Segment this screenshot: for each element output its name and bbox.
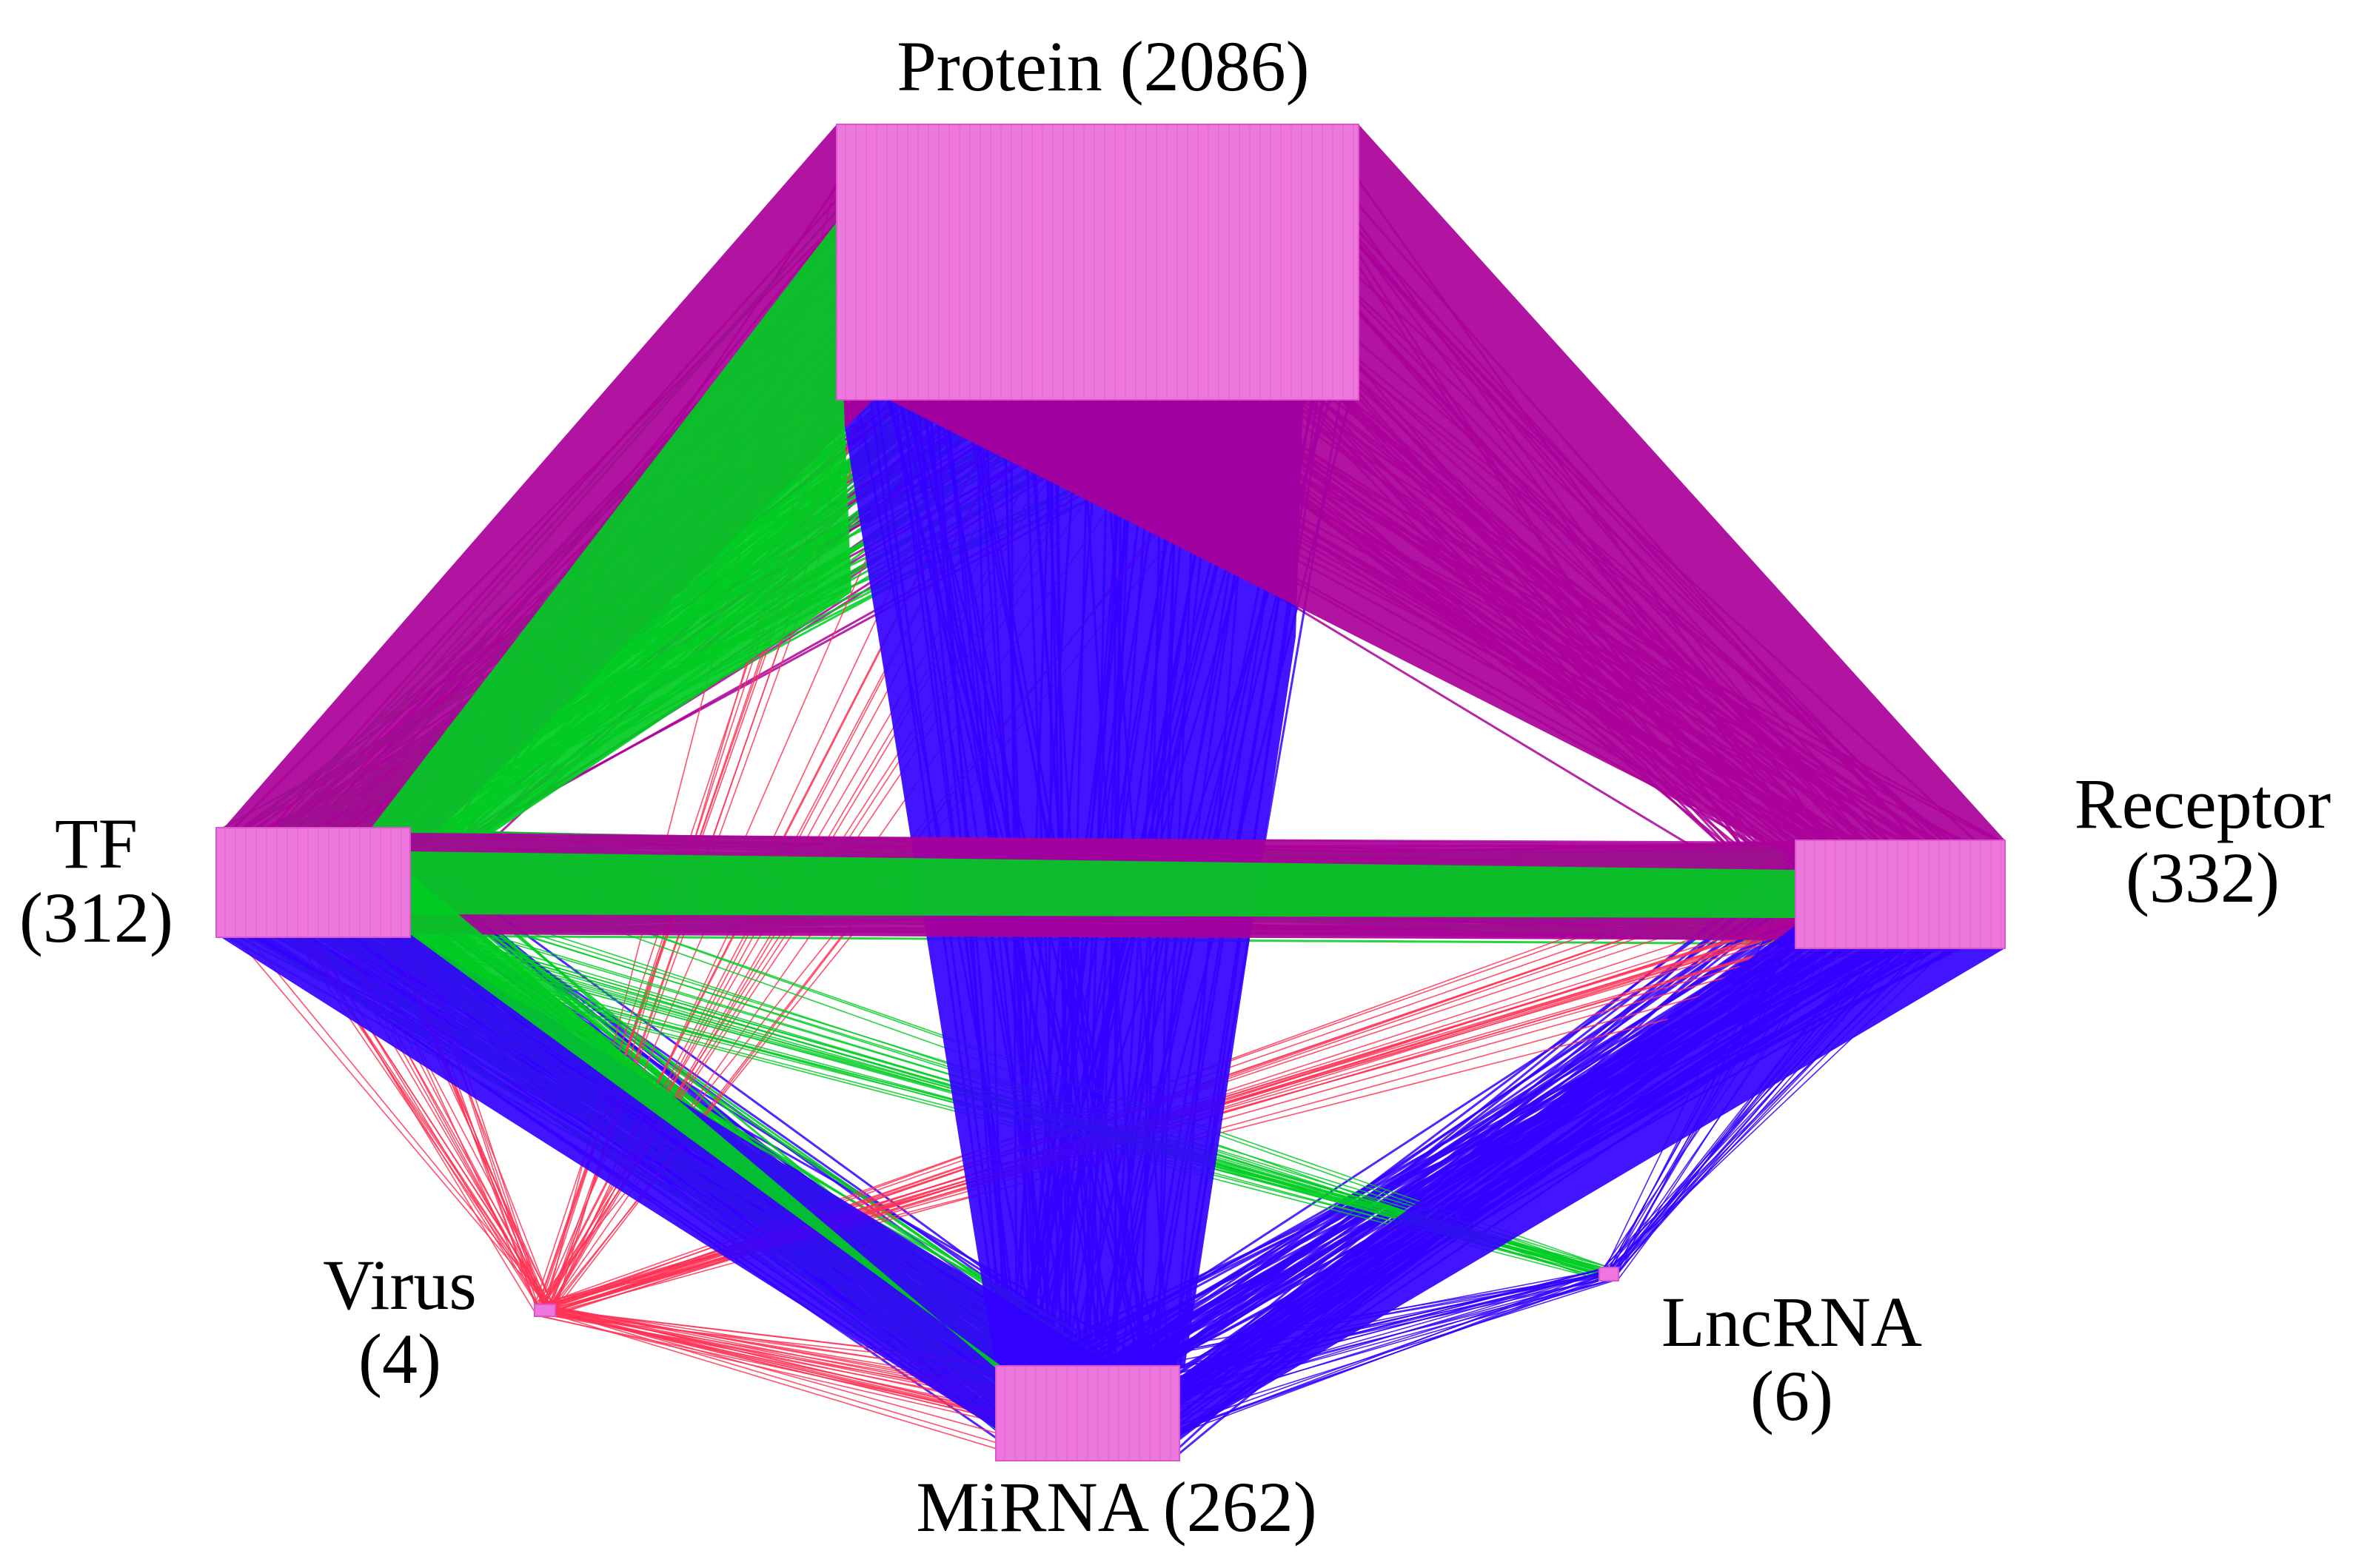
- node-label-line: (312): [19, 878, 173, 957]
- node-label-line: Receptor: [2075, 764, 2331, 843]
- node-virus: [534, 1304, 556, 1317]
- node-label-line: (332): [2126, 838, 2280, 917]
- edge: [1073, 847, 1804, 1440]
- edge: [540, 1310, 1037, 1429]
- edge-band-protein-tf: [216, 124, 874, 859]
- node-label-line: LncRNA: [1661, 1282, 1922, 1361]
- edge-band-tf-receptor-regulation: [410, 851, 1795, 918]
- edge: [552, 1313, 1025, 1458]
- edge: [539, 1306, 1052, 1460]
- edge: [231, 931, 549, 1307]
- edge-band-receptor-mirna: [1179, 925, 2005, 1436]
- network-nodes: [215, 124, 2006, 1461]
- edge: [235, 921, 554, 1309]
- node-label-receptor: Receptor(332): [2075, 764, 2331, 917]
- node-label-line: TF: [55, 804, 138, 883]
- network-labels: Protein (2086)TF(312)Receptor(332)Virus(…: [19, 27, 2331, 1547]
- node-label-line: (6): [1750, 1356, 1833, 1435]
- node-label-lncrna: LncRNA(6): [1661, 1282, 1922, 1435]
- edge: [1147, 1270, 1602, 1444]
- node-label-protein: Protein (2086): [897, 27, 1309, 106]
- node-label-line: (4): [358, 1319, 441, 1398]
- node-protein: [836, 124, 1359, 401]
- node-label-line: Virus: [323, 1245, 477, 1324]
- node-label-line: Protein (2086): [897, 27, 1309, 106]
- edge: [1142, 1273, 1606, 1448]
- node-receptor: [1795, 840, 2006, 949]
- node-label-tf: TF(312): [19, 804, 173, 957]
- node-label-line: MiRNA (262): [916, 1467, 1316, 1547]
- node-tf: [215, 827, 411, 938]
- node-lncrna: [1599, 1267, 1619, 1281]
- node-label-mirna: MiRNA (262): [916, 1467, 1316, 1547]
- node-label-virus: Virus(4): [323, 1245, 477, 1398]
- edge-band-protein-tf-regulation: [370, 222, 851, 888]
- edge: [281, 874, 1602, 1271]
- edge-band-tf-mirna: [216, 934, 1179, 1429]
